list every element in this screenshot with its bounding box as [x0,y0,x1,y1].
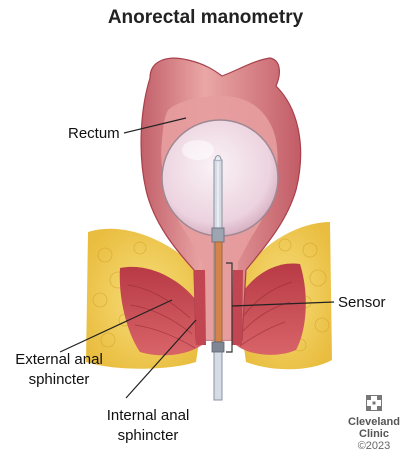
label-internal-line1: Internal anal [88,406,208,426]
logo-line1: Cleveland [348,416,400,428]
logo-line2: Clinic [359,428,389,440]
cleveland-clinic-logo: Cleveland Clinic ©2023 [344,395,404,452]
label-internal-anal-sphincter: Internal anal sphincter [88,406,208,446]
label-rectum: Rectum [68,124,120,144]
internal-sphincter-left [194,270,206,345]
sensor-segment [215,242,222,342]
label-external-line1: External anal [0,350,118,370]
label-internal-line2: sphincter [88,426,208,446]
diagram-title: Anorectal manometry [0,7,411,29]
label-external-line2: sphincter [0,370,118,390]
label-sensor: Sensor [338,293,386,313]
internal-sphincter-right [232,270,243,345]
cleveland-clinic-mark-icon [366,395,382,411]
logo-copyright: ©2023 [344,440,404,452]
label-external-anal-sphincter: External anal sphincter [0,350,118,390]
